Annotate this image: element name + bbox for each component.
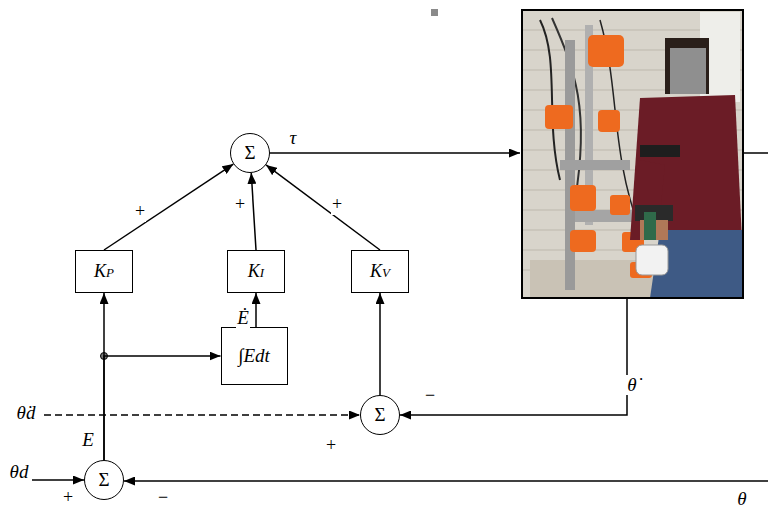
summing-junction: Σ [230, 133, 270, 173]
gain-box: KI [227, 250, 285, 293]
signal-name: θ̇d [16, 403, 37, 424]
sign-label: + [62, 488, 74, 508]
signal-name: θd [9, 462, 30, 483]
signal-arrow [266, 165, 380, 250]
signal-arrow [104, 164, 233, 250]
sign-label: + [134, 202, 146, 222]
signal-arrow [255, 293, 257, 327]
signal-arrow [379, 293, 381, 395]
sign-label: − [424, 386, 436, 406]
sign-label: + [325, 436, 337, 456]
gain-box: KV [351, 250, 409, 293]
signal-name: τ [289, 128, 298, 149]
block-label: ∫Edt [238, 346, 270, 367]
block-label: KV [370, 262, 390, 282]
signal-name: θ̇ [626, 375, 637, 396]
summing-junction: Σ [360, 395, 400, 435]
signal-name: Ė [236, 308, 250, 329]
sum-symbol: Σ [244, 143, 255, 164]
gain-box: KP [75, 250, 133, 293]
signal-arrow [104, 356, 221, 460]
sum-symbol: Σ [374, 405, 385, 426]
sign-label: − [157, 488, 169, 508]
sign-label: + [234, 195, 246, 215]
signal-wires [32, 153, 768, 481]
sign-label: + [331, 195, 343, 215]
sum-symbol: Σ [98, 470, 109, 491]
signal-name: E [81, 430, 95, 451]
signal-name: θ [736, 489, 747, 510]
block-label: KP [94, 262, 114, 282]
marker-square [431, 9, 438, 16]
block-label: KI [248, 262, 264, 282]
summing-junction: Σ [84, 460, 124, 500]
signal-arrow [251, 173, 256, 250]
integrator-box: ∫Edt [221, 327, 288, 385]
exoskeleton-photo [522, 10, 743, 298]
